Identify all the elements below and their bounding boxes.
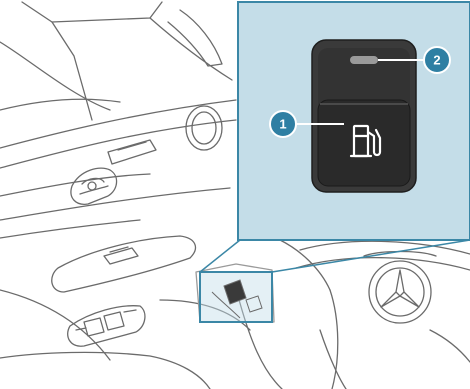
three-pointed-star-icon: [369, 261, 431, 323]
armrest: [52, 236, 196, 292]
switch-location-highlight: [200, 272, 272, 322]
windshield-frame: [22, 2, 162, 22]
a-pillar: [52, 22, 92, 120]
seat-adjuster-switch: [71, 168, 117, 204]
callout-1-label: 1: [279, 117, 286, 132]
indicator-lamp: [350, 56, 378, 64]
mirror-outline: [168, 10, 222, 66]
dash-outline: [150, 18, 232, 80]
fuel-filler-flap-button: [318, 100, 410, 186]
door-handle: [108, 140, 156, 164]
callout-2-label: 2: [433, 53, 440, 68]
